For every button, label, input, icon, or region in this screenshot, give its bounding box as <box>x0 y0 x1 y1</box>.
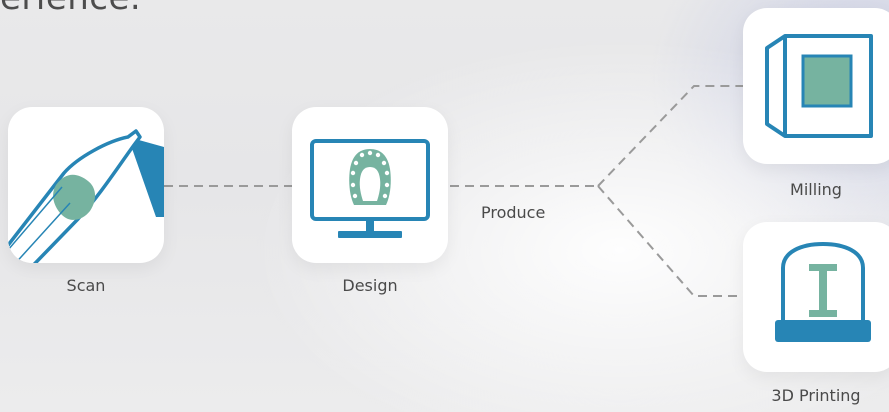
connector-to-printing <box>597 185 743 297</box>
scan-label: Scan <box>66 276 106 295</box>
printing-card[interactable] <box>743 222 889 372</box>
milling-card[interactable] <box>743 8 889 164</box>
3d-printer-icon <box>775 241 871 342</box>
heading-fragment: erience. <box>0 0 141 18</box>
printing-label: 3D Printing <box>771 386 861 405</box>
scan-card[interactable] <box>8 107 164 263</box>
intraoral-scanner-icon <box>8 129 164 263</box>
milling-machine-icon <box>765 34 873 138</box>
produce-label: Produce <box>481 203 546 222</box>
design-label: Design <box>342 276 398 295</box>
milling-label: Milling <box>790 180 842 199</box>
monitor-dental-arch-icon <box>310 139 430 238</box>
connector-to-milling <box>597 85 743 187</box>
design-card[interactable] <box>292 107 448 263</box>
